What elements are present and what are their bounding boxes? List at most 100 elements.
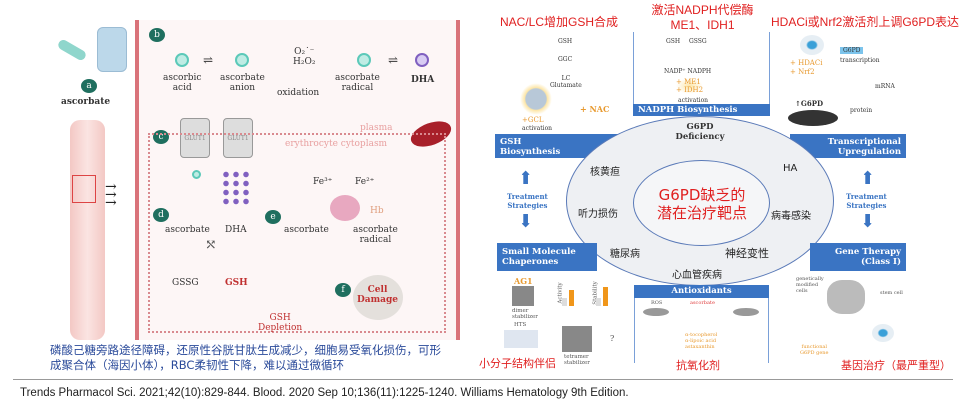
fe3-label: Fe³⁺ (313, 177, 333, 187)
chaperones-diagram: AG1 dimer stabilizer Activity Stability … (500, 276, 630, 366)
bar-small-molecule-chaperones: Small Molecule Chaperones (497, 243, 597, 271)
ascorbate-radical-label: ascorbate radical (335, 73, 380, 93)
stability-bar (596, 298, 601, 306)
protein-label: protein (850, 107, 873, 114)
left-figure: a ascorbate →→→ b ascorbic acid ⇌ ascorb… (45, 15, 460, 341)
cell-icon (643, 308, 669, 316)
ascorbate-label: ascorbate (284, 225, 329, 235)
label-hdaci-nrf2: HDACi或Nrf2激活剂上调G6PD表达 (771, 15, 960, 29)
ascorbic-acid-label: ascorbic acid (163, 73, 202, 93)
gcl-enzyme-icon (520, 83, 552, 115)
ros-label: ROS (651, 300, 663, 306)
gsh-label: GSH (558, 38, 573, 45)
activity-bar (562, 298, 567, 306)
label-nac-lc: NAC/LC增加GSH合成 (500, 15, 619, 29)
condition-viral-infection: 病毒感染 (771, 211, 811, 222)
functional-gene-label: functional G6PD gene (800, 344, 829, 356)
dha-label: DHA (225, 225, 247, 235)
ggc-label: GGC (558, 56, 573, 63)
vein-illustration (70, 120, 105, 340)
question-label: ? (610, 334, 615, 343)
ascorbate-radical-icon (357, 53, 371, 67)
me1-idh2-label: + ME1 + IDH2 (676, 78, 704, 94)
dimer-icon (512, 286, 534, 306)
hb-label: Hb (370, 206, 384, 216)
modified-cells-label: genetically modified cells (796, 276, 824, 294)
dha-label: DHA (411, 75, 435, 85)
tetramer-label: tetramer stabilizer (564, 354, 590, 366)
treatment-strategies-left: Treatment Strategies (507, 192, 548, 210)
arrows-icon: →→→ (105, 179, 117, 211)
pills-icon (56, 38, 88, 62)
ascorbic-acid-icon (175, 53, 189, 67)
oxidants-label: O₂˙⁻ H₂O₂ (293, 47, 316, 67)
hts-label: HTS (514, 322, 527, 328)
gssg-label: GSSG (689, 38, 707, 45)
gene-therapy-diagram: genetically modified cells stem cell fun… (772, 276, 922, 366)
badge-d: d (153, 208, 169, 222)
cell-damage-icon (353, 275, 403, 320)
ascorbate-icon (192, 170, 201, 179)
iv-bag-icon (97, 27, 127, 72)
label-antioxidants: 抗氧化剂 (676, 359, 720, 372)
cell-dish-icon (788, 110, 838, 126)
mrna-label: mRNA (875, 83, 895, 90)
bar-gsh-biosynthesis: GSH Biosynthesis (495, 134, 620, 158)
antioxidant-agents-label: α-tocopherol α-lipoic acid astaxanthin (685, 332, 718, 350)
glut1-transporter-icon: GLUT1 (180, 118, 210, 158)
hdaci-label: + HDACi (790, 59, 823, 67)
badge-b: b (149, 28, 165, 42)
cell-icon (733, 308, 759, 316)
antioxidants-diagram: ROS ascorbate α-tocopherol α-lipoic acid… (634, 298, 769, 363)
ascorbate-anion-label: ascorbate anion (220, 73, 265, 93)
ascorbate-anion-icon (235, 53, 249, 67)
hemoglobin-icon (330, 195, 360, 221)
bar-nadph-biosynthesis: NADPH Biosynthesis (633, 104, 770, 116)
bone-icon (827, 280, 865, 314)
plasma-label: plasma (360, 123, 393, 133)
condition-hearing-loss: 听力损伤 (578, 209, 618, 220)
nrf2-label: + Nrf2 (790, 68, 815, 76)
lc-label: LC Glutamate (550, 75, 582, 89)
dha-icon (415, 53, 429, 67)
badge-e: e (265, 210, 281, 224)
inner-circle (633, 160, 770, 246)
condition-kernicterus: 核黄疸 (590, 167, 620, 178)
tetramer-icon (562, 326, 592, 352)
condition-ha: HA (783, 163, 798, 174)
condition-cardiovascular: 心血管疾病 (672, 270, 722, 281)
nadph-pathway-diagram: GSH GSSG NADP⁺ NADPH + ME1 + IDH2 activa… (633, 32, 770, 105)
vein-highlight-box (72, 175, 96, 203)
stem-cell-icon (872, 324, 894, 342)
g6pd-gene-label: G6PD (840, 47, 864, 54)
activation-label: activation (678, 97, 709, 104)
ascorbate-radical-label: ascorbate radical (353, 225, 398, 245)
ascorbate-label: ascorbate (690, 300, 715, 306)
cytoplasm-label: erythrocyte cytoplasm (285, 139, 388, 149)
equilibrium-icon: ⇌ (203, 53, 214, 67)
condition-neurodegeneration: 神经变性 (725, 247, 769, 260)
dimer-label: dimer stabilizer (512, 308, 538, 320)
cell-damage-label: Cell Damage (357, 285, 399, 305)
circle-title: G6PD Deficiency (675, 122, 725, 142)
arrow-down-icon: ⬇ (518, 211, 534, 232)
stability-bar (603, 287, 608, 306)
hts-plate-icon (504, 330, 538, 348)
activity-bar (569, 290, 574, 306)
center-text: G6PD缺乏的 潜在治疗靶点 (656, 186, 747, 222)
activation-label: activation (522, 125, 553, 132)
ascorbate-label: ascorbate (61, 97, 111, 107)
bar-antioxidants: Antioxidants (634, 285, 769, 298)
g6pd-up-label: ↑G6PD (795, 99, 824, 108)
gsh-label: GSH (666, 38, 681, 45)
cell-icon (800, 35, 824, 55)
citation: Trends Pharmacol Sci. 2021;42(10):829-84… (20, 387, 629, 399)
glut1-transporter-icon: GLUT1 (223, 118, 253, 158)
arrow-up-icon: ⬆ (518, 168, 534, 189)
left-caption: 磷酸己糖旁路途径障碍，还原性谷胱甘肽生成减少，细胞易受氧化损伤，可形成聚合体（海… (50, 343, 441, 372)
label-small-molecule: 小分子结构伴侣 (479, 357, 556, 370)
gssg-label: GSSG (172, 278, 199, 288)
treatment-strategies-right: Treatment Strategies (846, 192, 887, 210)
gcl-label: +GCL (522, 116, 544, 124)
condition-diabetes: 糖尿病 (610, 249, 640, 260)
